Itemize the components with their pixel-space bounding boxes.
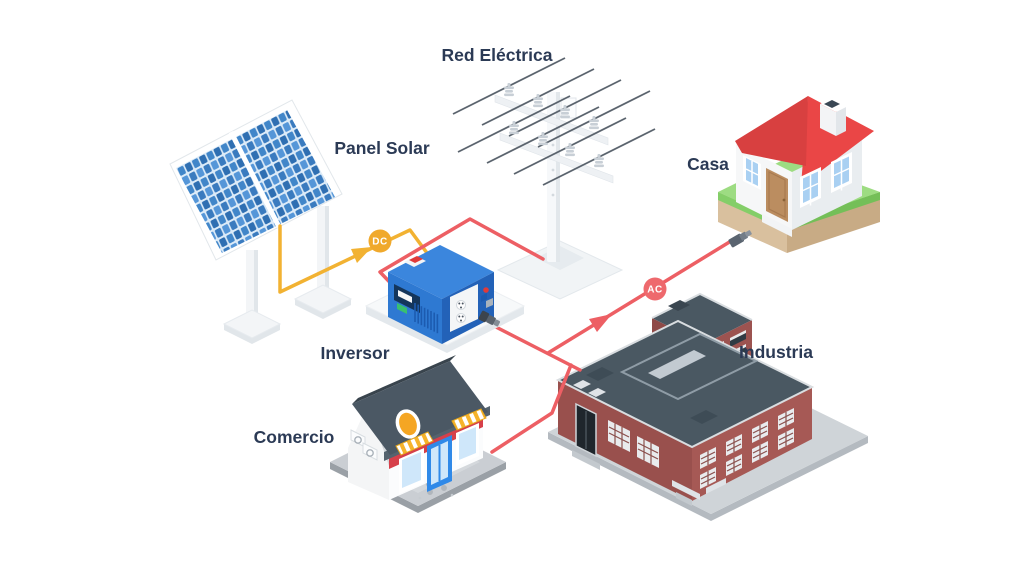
pole-crossarm — [494, 94, 609, 146]
power-pole-illustration — [452, 57, 656, 300]
label-industria: Industria — [739, 342, 813, 362]
industry-roof — [555, 319, 815, 449]
dc-badge-label: DC — [372, 237, 387, 248]
ac-badge-label: AC — [647, 285, 662, 296]
dc-badge: DC — [368, 229, 392, 253]
commerce-roof — [352, 361, 488, 455]
ac-wire-industry — [490, 323, 582, 372]
house-roof — [801, 96, 874, 186]
house-window — [743, 155, 761, 190]
commerce-window — [456, 423, 479, 466]
commerce-sign — [395, 409, 421, 439]
commerce-illustration — [330, 355, 506, 513]
inverter-switch — [409, 256, 423, 263]
inverter-vents — [414, 303, 439, 334]
commerce-door — [427, 435, 452, 492]
ac-arrow-icon — [589, 314, 612, 332]
label-panel-solar: Panel Solar — [334, 138, 430, 158]
ac-wire-commerce — [490, 363, 573, 454]
inverter-plug-icon — [478, 310, 501, 327]
house-plug-icon — [728, 230, 752, 248]
industry-illustration — [548, 292, 868, 521]
ac-unit-icon — [350, 429, 378, 461]
label-inversor: Inversor — [320, 343, 389, 363]
ac-badge: AC — [643, 277, 667, 301]
house-door — [766, 168, 788, 222]
label-casa: Casa — [687, 154, 729, 174]
label-comercio: Comercio — [254, 427, 335, 447]
solar-panel-illustration — [169, 99, 353, 344]
house-illustration — [718, 96, 880, 253]
label-red-electrica: Red Eléctrica — [442, 45, 553, 65]
panel-divider — [228, 130, 282, 229]
house-chimney — [820, 104, 836, 136]
outlet-socket — [456, 300, 466, 323]
ac-wire-house — [546, 236, 738, 355]
inverter-illustration — [364, 245, 526, 353]
pole-crossarm — [499, 132, 614, 184]
dc-arrow-icon — [351, 247, 372, 263]
commerce-window — [399, 448, 424, 494]
awning — [395, 408, 487, 456]
